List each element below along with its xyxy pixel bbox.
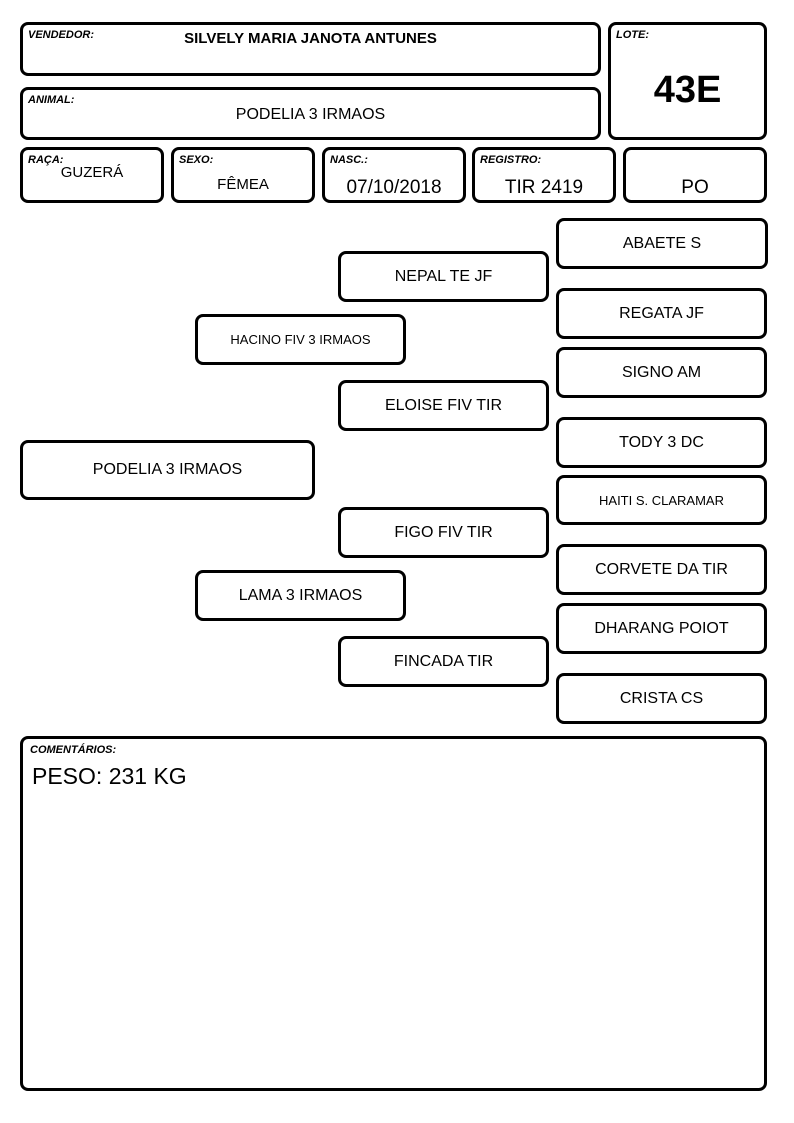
comments-label: COMENTÁRIOS: xyxy=(30,744,117,756)
nasc-label: NASC.: xyxy=(330,154,368,166)
animal-value: PODELIA 3 IRMAOS xyxy=(235,106,386,123)
pedigree-animal: PODELIA 3 IRMAOS xyxy=(20,440,315,500)
sexo-label: SEXO: xyxy=(179,154,214,166)
animal-box: ANIMAL: PODELIA 3 IRMAOS xyxy=(20,87,601,140)
lote-value: 43E xyxy=(653,69,722,111)
nasc-value: 07/10/2018 xyxy=(346,177,442,198)
comments-box: COMENTÁRIOS: PESO: 231 KG xyxy=(20,736,767,1091)
lote-box: LOTE: 43E xyxy=(608,22,767,140)
lote-label: LOTE: xyxy=(616,29,649,41)
pedigree-dam-sire: FIGO FIV TIR xyxy=(338,507,549,558)
tipo-value: PO xyxy=(681,177,709,198)
pedigree-gg-8: CRISTA CS xyxy=(556,673,767,724)
tipo-box: PO xyxy=(623,147,767,203)
registro-label: REGISTRO: xyxy=(480,154,542,166)
sexo-box: SEXO: FÊMEA xyxy=(171,147,315,203)
registro-value: TIR 2419 xyxy=(504,177,584,198)
pedigree-gg-2: REGATA JF xyxy=(556,288,767,339)
nasc-box: NASC.: 07/10/2018 xyxy=(322,147,466,203)
pedigree-gg-7: DHARANG POIOT xyxy=(556,603,767,654)
pedigree-dam-dam: FINCADA TIR xyxy=(338,636,549,687)
comments-text: PESO: 231 KG xyxy=(32,763,187,789)
pedigree-gg-5: HAITI S. CLARAMAR xyxy=(556,475,767,525)
pedigree-gg-6: CORVETE DA TIR xyxy=(556,544,767,595)
vendedor-box: VENDEDOR: SILVELY MARIA JANOTA ANTUNES xyxy=(20,22,601,76)
raca-value: GUZERÁ xyxy=(60,164,124,181)
registro-box: REGISTRO: TIR 2419 xyxy=(472,147,616,203)
vendedor-label: VENDEDOR: xyxy=(28,29,95,41)
sexo-value: FÊMEA xyxy=(217,176,269,193)
vendedor-value: SILVELY MARIA JANOTA ANTUNES xyxy=(184,30,437,47)
raca-label: RAÇA: xyxy=(28,154,64,166)
pedigree-sire: HACINO FIV 3 IRMAOS xyxy=(195,314,406,365)
pedigree-sire-sire: NEPAL TE JF xyxy=(338,251,549,302)
pedigree-dam: LAMA 3 IRMAOS xyxy=(195,570,406,621)
pedigree-gg-3: SIGNO AM xyxy=(556,347,767,398)
animal-label: ANIMAL: xyxy=(28,94,75,106)
pedigree-sire-dam: ELOISE FIV TIR xyxy=(338,380,549,431)
pedigree-gg-1: ABAETE S xyxy=(556,218,768,269)
raca-box: RAÇA: GUZERÁ xyxy=(20,147,164,203)
pedigree-gg-4: TODY 3 DC xyxy=(556,417,767,468)
